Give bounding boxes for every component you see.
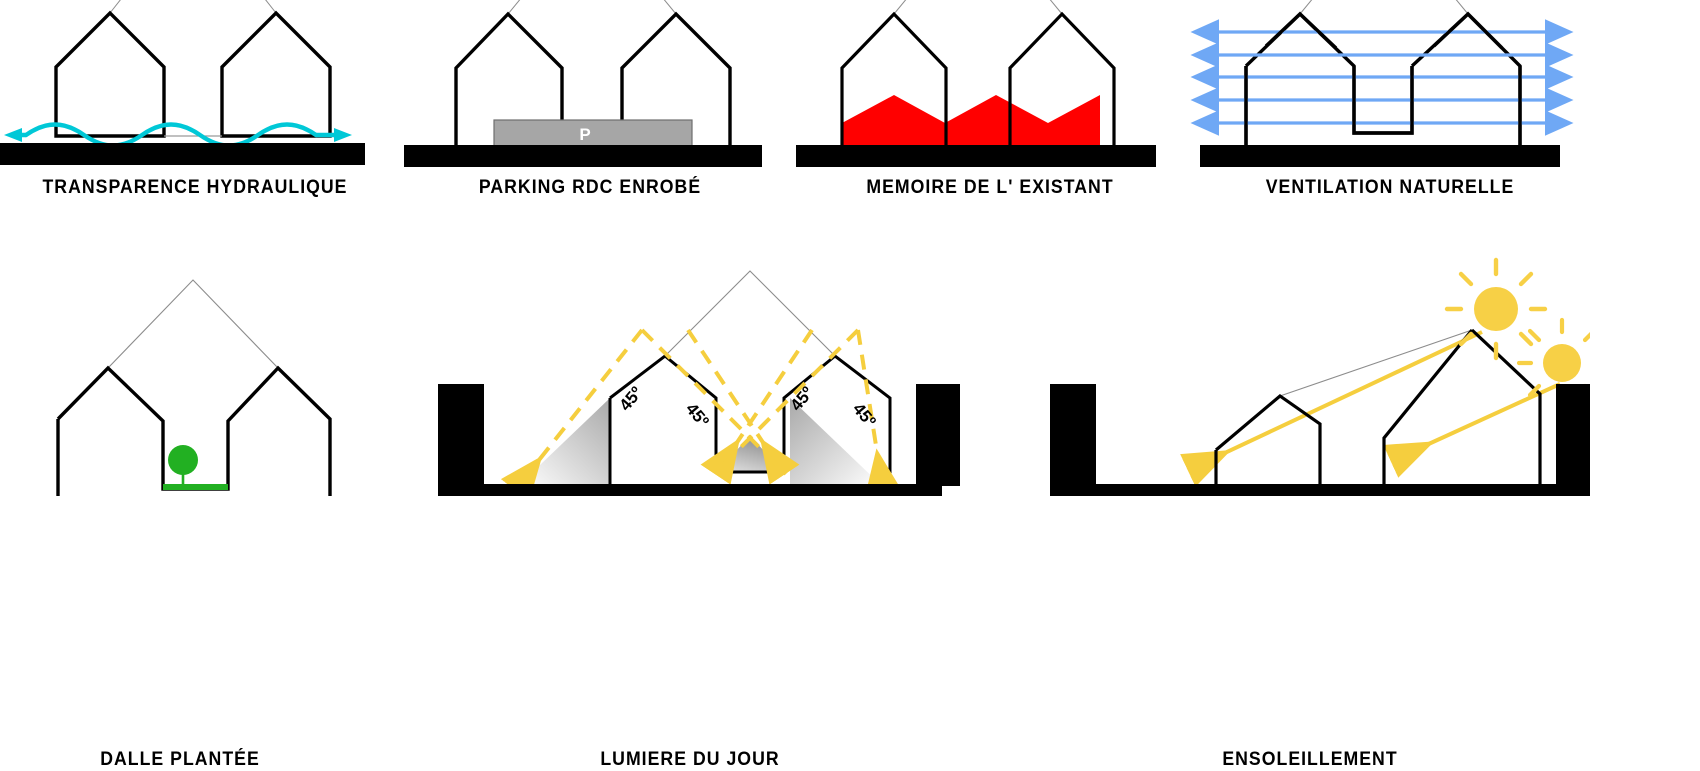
dalle-plantee-graphic xyxy=(56,279,332,496)
caption-parking-rdc-enrobe: PARKING RDC ENROBÉ xyxy=(478,177,702,198)
panel-dalle-plantee: DALLE PLANTÉE xyxy=(0,246,400,770)
water-flow-arrow xyxy=(4,122,352,148)
ground-bar xyxy=(404,145,762,167)
shadow-wedge-center xyxy=(716,436,784,472)
ground-bar xyxy=(1200,145,1560,167)
ventilation-naturelle-graphic xyxy=(1190,0,1574,167)
panel-ventilation-naturelle: VENTILATION NATURELLE xyxy=(1190,0,1590,198)
memory-sawtooth-fill xyxy=(842,95,1100,155)
caption-transparence-hydraulique: TRANSPARENCE HYDRAULIQUE xyxy=(42,177,348,198)
lumiere-du-jour-graphic: 45º 45º 45º 45º xyxy=(438,270,960,496)
planted-slab xyxy=(163,484,228,490)
shadow-wedge-right xyxy=(790,398,882,486)
sun-icon-lower xyxy=(1516,317,1590,409)
panel-ensoleillement: ENSOLEILLEMENT xyxy=(1020,246,1590,770)
ground-bar xyxy=(0,143,365,165)
parking-rdc-enrobe-graphic: P xyxy=(404,0,762,167)
daylight-45-lines xyxy=(500,328,902,496)
ground-bar xyxy=(1050,484,1590,496)
house-outline-overlay xyxy=(1244,11,1522,148)
panel-transparence-hydraulique: TRANSPARENCE HYDRAULIQUE xyxy=(0,0,390,198)
parking-slab-letter: P xyxy=(579,125,590,144)
daylight-diagonals xyxy=(640,328,860,476)
ground-bar xyxy=(438,484,942,496)
sun-rays xyxy=(1180,330,1561,487)
ghost-gable xyxy=(664,270,836,357)
caption-ensoleillement: ENSOLEILLEMENT xyxy=(1222,749,1398,770)
neighbour-block-left xyxy=(438,384,484,486)
house-outline-right xyxy=(1008,11,1116,157)
ensoleillement-graphic xyxy=(1050,257,1590,496)
house-outline xyxy=(56,365,332,496)
angle-label-2: 45º xyxy=(682,399,713,430)
panel-memoire-de-l-existant: MEMOIRE DE L' EXISTANT xyxy=(790,0,1190,198)
ghost-apex-lines xyxy=(109,0,277,14)
ghost-gable xyxy=(1279,329,1541,397)
panel-lumiere-du-jour: 45º 45º 45º 45º LUMIERE DU JOUR xyxy=(420,246,960,770)
sun-icon-upper xyxy=(1444,257,1548,361)
house-outline-left xyxy=(54,10,166,138)
caption-dalle-plantee: DALLE PLANTÉE xyxy=(100,749,260,770)
ghost-gable xyxy=(107,279,279,369)
ghost-apex-lines xyxy=(893,0,1063,15)
parking-slab xyxy=(493,119,693,148)
ghost-apex-lines xyxy=(507,0,677,15)
ghost-apex-lines xyxy=(1299,0,1469,15)
caption-lumiere-du-jour: LUMIERE DU JOUR xyxy=(600,749,780,770)
transparence-hydraulique-graphic xyxy=(0,0,365,165)
tree-crown-icon xyxy=(168,445,198,475)
ground-bar xyxy=(796,145,1156,167)
neighbour-block-left xyxy=(1050,384,1096,486)
memoire-de-l-existant-graphic xyxy=(796,0,1156,167)
panel-parking-rdc-enrobe: P PARKING RDC ENROBÉ xyxy=(390,0,790,198)
neighbour-block-right xyxy=(916,384,960,486)
angle-label-1: 45º xyxy=(616,383,647,414)
angle-label-4: 45º xyxy=(849,399,880,430)
diagram-board: TRANSPARENCE HYDRAULIQUE P PARKING RDC E… xyxy=(0,0,1590,770)
ventilation-arrows xyxy=(1190,19,1574,136)
house-outline-right xyxy=(1410,11,1522,148)
house-outline-left xyxy=(840,11,948,157)
caption-memoire-de-l-existant: MEMOIRE DE L' EXISTANT xyxy=(866,177,1114,198)
shadow-wedge-left xyxy=(518,398,610,486)
neighbour-block-right xyxy=(1556,384,1590,486)
caption-ventilation-naturelle: VENTILATION NATURELLE xyxy=(1265,177,1515,198)
house-outline-right xyxy=(220,10,332,138)
